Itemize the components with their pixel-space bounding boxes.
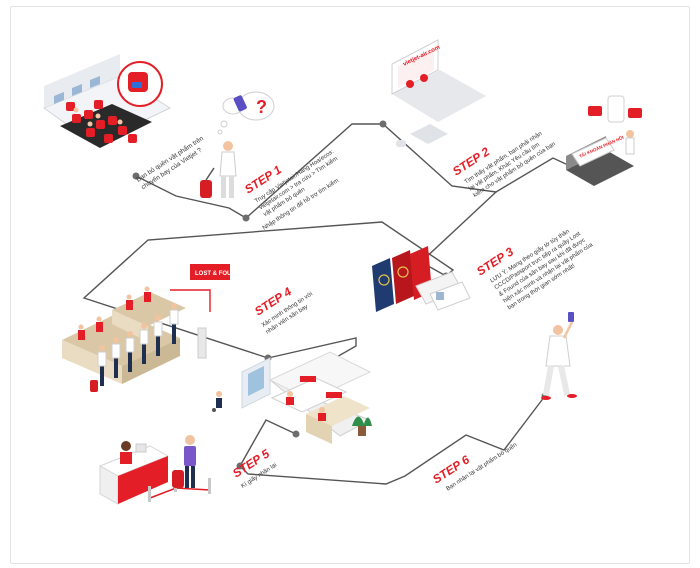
traveler-with-phone-illustration: ? (200, 91, 275, 198)
question-icon: ? (256, 97, 267, 117)
step-title: STEP 4 (252, 284, 294, 318)
path-node (379, 120, 387, 128)
lost-found-label: LOST & FOUND (195, 271, 241, 277)
step-3: STEP 3 LƯU Ý: Mang theo giấy tờ tùy thân… (474, 228, 595, 311)
step-5: STEP 5 Kí giấy nhận lại (230, 446, 278, 489)
intro-text: Bạn bỏ quên vật phẩm trên chuyến bay của… (135, 134, 205, 191)
intro-line: Bạn bỏ quên vật phẩm trên (135, 134, 205, 184)
step-6: STEP 6 Bạn nhận lại vật phẩm bỏ quên (430, 441, 518, 492)
lost-and-found-counter-illustration: LOST & FOUND (62, 264, 241, 392)
suitcase-icon (172, 470, 184, 488)
signing-counter-illustration (98, 435, 211, 505)
suitcase-icon (200, 180, 212, 198)
traveler-reunited-illustration (541, 312, 577, 400)
phone-icon (607, 95, 625, 123)
step-title: STEP 6 (430, 452, 472, 486)
path-node (132, 172, 140, 180)
airplane-cabin-illustration (42, 54, 172, 148)
printer-form-illustration: TÀI KHOẢN PHẢN HỒI (566, 95, 642, 186)
step-title: STEP 1 (242, 162, 284, 196)
path-node (236, 462, 244, 470)
plant-icon (352, 416, 372, 426)
phone-icon (132, 82, 142, 88)
smartphone-icon (233, 95, 247, 112)
path-node (242, 214, 250, 222)
website-monitor-illustration: vietjet-air.com (391, 39, 486, 147)
smartphone-icon (568, 312, 574, 322)
path-node (292, 430, 300, 438)
verification-kiosk-illustration (212, 351, 372, 444)
step-title: STEP 3 (474, 244, 516, 278)
suitcase-icon (90, 380, 98, 392)
passports-illustration (372, 246, 471, 312)
id-card-icon (429, 281, 471, 311)
step-4: STEP 4 Xác minh thông tin với nhân viên … (252, 284, 314, 335)
queue-people (90, 303, 179, 392)
lost-found-sign (190, 264, 230, 280)
step-title: STEP 2 (450, 144, 492, 178)
